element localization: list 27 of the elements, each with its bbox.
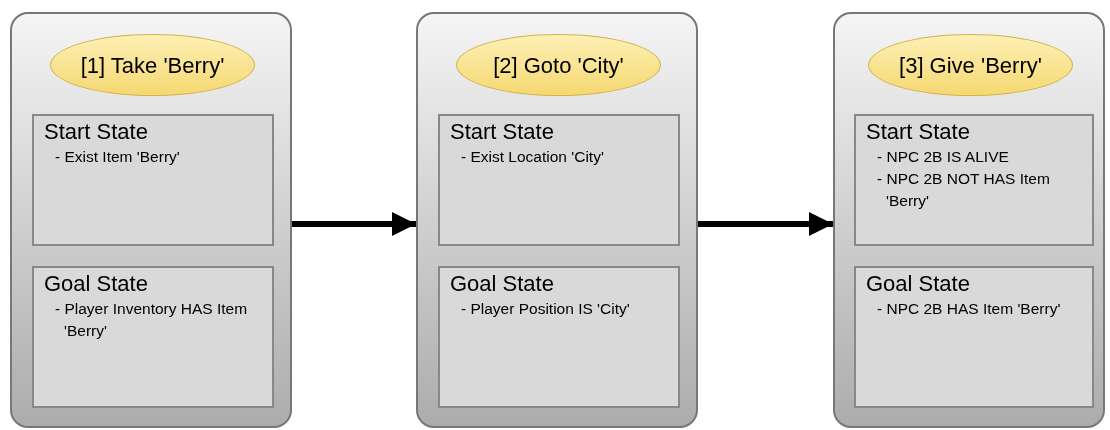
title-ellipse: [1] Take 'Berry' bbox=[50, 34, 255, 96]
condition-text: - NPC 2B NOT HAS Item 'Berry' bbox=[876, 169, 1051, 211]
state-box bbox=[438, 266, 680, 408]
condition-text: - Exist Item 'Berry' bbox=[54, 147, 181, 167]
state-heading: Goal State bbox=[866, 270, 971, 298]
step-card bbox=[416, 12, 698, 428]
condition-text: - NPC 2B HAS Item 'Berry' bbox=[876, 299, 1062, 319]
condition-text: - Exist Location 'City' bbox=[460, 147, 605, 167]
step-card bbox=[10, 12, 292, 428]
step-card bbox=[833, 12, 1105, 428]
state-box bbox=[854, 114, 1094, 246]
state-heading: Goal State bbox=[450, 270, 555, 298]
arrow bbox=[292, 212, 416, 236]
state-box bbox=[438, 114, 680, 246]
state-box bbox=[854, 266, 1094, 408]
title-ellipse: [2] Goto 'City' bbox=[456, 34, 661, 96]
title-ellipse: [3] Give 'Berry' bbox=[868, 34, 1073, 96]
state-heading: Start State bbox=[450, 118, 555, 146]
state-heading: Goal State bbox=[44, 270, 149, 298]
condition-text: - Player Position IS 'City' bbox=[460, 299, 631, 319]
state-box bbox=[32, 114, 274, 246]
arrow bbox=[698, 212, 833, 236]
condition-text: - Player Inventory HAS Item 'Berry' bbox=[54, 299, 249, 341]
state-heading: Start State bbox=[866, 118, 971, 146]
state-box bbox=[32, 266, 274, 408]
state-heading: Start State bbox=[44, 118, 149, 146]
condition-text: - NPC 2B IS ALIVE bbox=[876, 147, 1010, 167]
